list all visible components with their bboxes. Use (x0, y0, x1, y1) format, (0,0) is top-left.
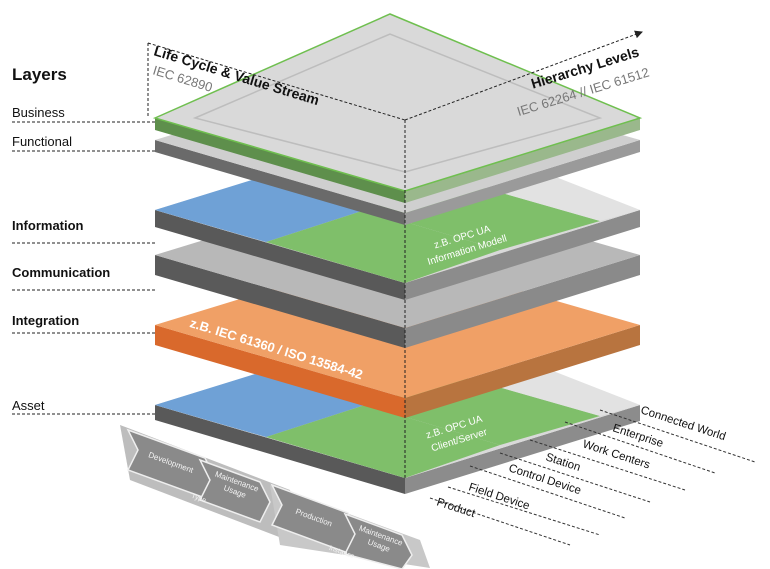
layer-business (152, 13, 643, 203)
hierarchy-axis-line (404, 30, 643, 121)
hier-label-enterprise: Enterprise (611, 422, 665, 450)
layers-title: Layers (12, 65, 67, 84)
hier-line-work-centers (529, 439, 686, 491)
hier-line-connected-world (599, 409, 756, 463)
layer-label-information: Information (12, 218, 84, 233)
lifecycle-instance-group: Production Maintenance Usage Instance (270, 483, 413, 569)
layer-labels: Business Functional Information Communic… (12, 105, 155, 415)
lifecycle-type-label: Type (190, 493, 207, 505)
hier-line-control-device (469, 465, 626, 519)
hier-line-field-device (447, 486, 601, 536)
layer-label-business: Business (12, 105, 65, 120)
hier-label-product: Product (435, 496, 477, 520)
hier-label-station: Station (544, 451, 582, 473)
layer-label-integration: Integration (12, 313, 79, 328)
layer-label-functional: Functional (12, 134, 72, 149)
axes (147, 30, 643, 480)
layer-label-communication: Communication (12, 265, 110, 280)
hier-line-station (499, 452, 651, 503)
hier-line-enterprise (564, 421, 716, 474)
lifecycle-type-group: Development Maintenance Usage Type (126, 428, 271, 523)
layer-label-asset: Asset (12, 398, 45, 413)
